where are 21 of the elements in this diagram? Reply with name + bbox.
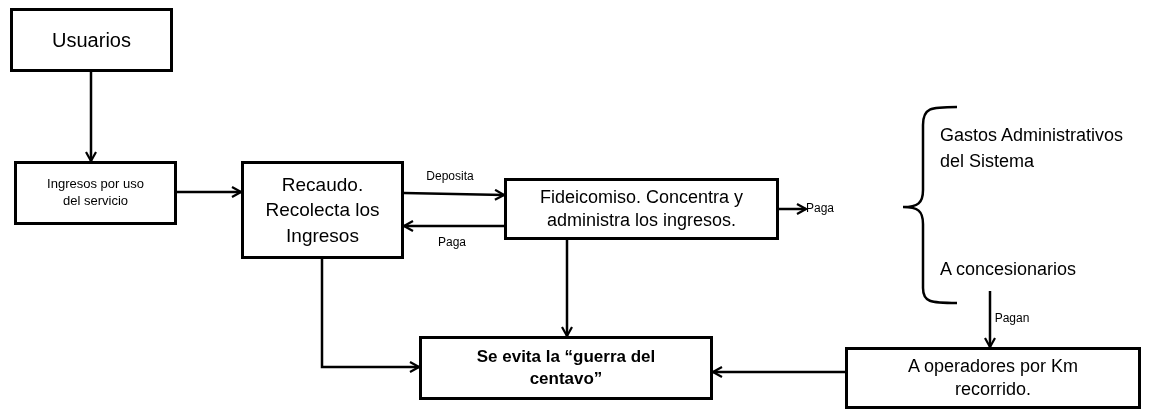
list-item: Gastos Administrativos del Sistema [940,122,1145,178]
edge-label: Deposita [425,170,475,182]
arrow [560,240,574,338]
arrow [983,291,997,349]
arrow [779,202,808,216]
arrow [711,365,845,379]
list-item: A concesionarios [940,256,1130,291]
process-box: A operadores por Km recorrido. [845,347,1141,409]
process-box: Usuarios [10,8,173,72]
arrow [84,72,98,163]
arrow [403,188,506,201]
arrow [320,259,421,374]
edge-label: Pagan [993,312,1031,324]
process-box: Fideicomiso. Concentra y administra los ingresos. [504,178,779,240]
result-box: Se evita la “guerra del centavo” [419,336,713,400]
flow-label: Paga [806,199,842,219]
edge-label: Paga [437,236,467,248]
arrow [177,185,243,199]
process-box: Ingresos por uso del servicio [14,161,177,225]
process-box: Recaudo. Recolecta los Ingresos [241,161,404,259]
arrow [402,219,504,233]
